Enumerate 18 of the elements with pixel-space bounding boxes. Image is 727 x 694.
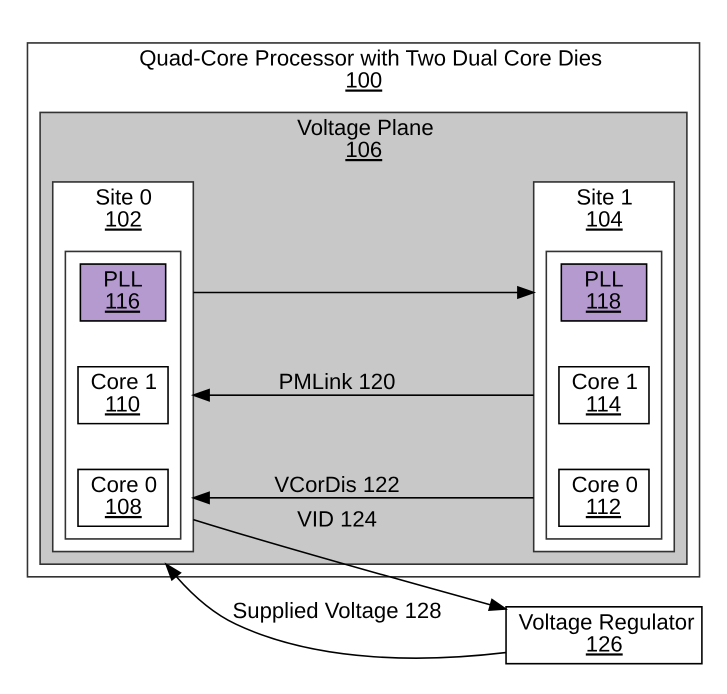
node-box: PLL 116 — [80, 263, 166, 322]
arrow — [164, 562, 506, 659]
cluster — [64, 250, 182, 540]
node-box: Core 1 114 — [558, 366, 650, 424]
node-box: PLL 118 — [560, 263, 648, 322]
arrow — [190, 491, 534, 504]
node-box: Core 0 112 — [558, 468, 650, 528]
node-box: Core 1 110 — [77, 366, 169, 424]
arrow — [190, 388, 534, 402]
edge-label: PMLink 120 — [278, 369, 396, 394]
node-box: Core 0 108 — [77, 468, 169, 528]
edge-label: VCorDis 122 — [274, 472, 400, 497]
edge-label: Supplied Voltage 128 — [232, 598, 442, 624]
cluster — [546, 250, 662, 540]
edge-label: VID 124 — [297, 506, 377, 532]
node-box: Voltage Regulator 126 — [505, 606, 703, 664]
arrow — [193, 518, 508, 612]
arrow — [193, 286, 536, 300]
